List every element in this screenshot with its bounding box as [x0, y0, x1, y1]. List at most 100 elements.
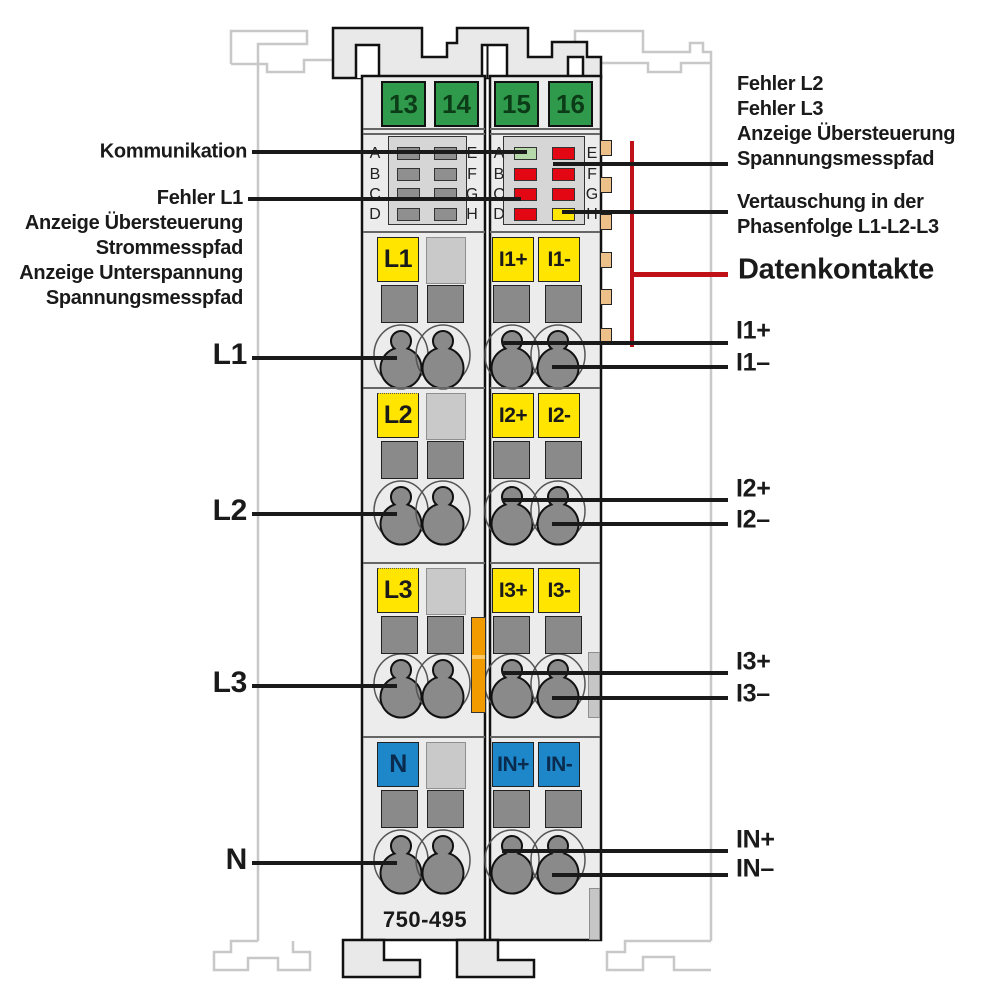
- led-b-left: [397, 168, 420, 181]
- block-label-i3-plus: I3+: [492, 568, 534, 613]
- block-label-l3: L3: [377, 568, 419, 613]
- led-g-right: [552, 188, 575, 201]
- clamp-connector: [415, 653, 471, 719]
- side-tab: [589, 888, 600, 940]
- datenkontakte-bracket-line: [630, 141, 634, 347]
- top-notch: [566, 55, 585, 78]
- terminal-block-15: 15: [494, 81, 539, 127]
- terminal-block-13: 13: [381, 81, 426, 127]
- led-d-left: [397, 208, 420, 221]
- label-i2-minus: I2–: [736, 505, 770, 534]
- label-datenkontakte: Datenkontakte: [738, 253, 934, 286]
- block-label-i3-minus: I3-: [538, 568, 580, 613]
- led-letter: F: [467, 166, 477, 183]
- label-line: Fehler L3: [737, 98, 824, 120]
- part-number: 750-495: [382, 907, 468, 932]
- led-letter: C: [369, 186, 381, 203]
- label-fehler-l1-group: Fehler L1 Anzeige Übersteuerung Strommes…: [19, 186, 243, 311]
- block-label-l2: L2: [377, 393, 419, 438]
- top-notch: [354, 43, 381, 78]
- label-phase-n: N: [225, 843, 248, 876]
- label-line: Fehler L1: [156, 187, 244, 209]
- leader-i2-plus: [502, 498, 728, 502]
- led-letter: B: [493, 166, 505, 183]
- release-latch-gap: [472, 655, 485, 659]
- label-line: Fehler L2: [737, 73, 824, 95]
- terminal-block-16: 16: [548, 81, 593, 127]
- leader-i1-plus: [502, 341, 728, 345]
- clamp-slot: [545, 790, 582, 828]
- label-phase-l2: L2: [212, 494, 248, 527]
- label-line: Spannungsmesspfad: [737, 148, 935, 170]
- band-line: [363, 231, 485, 233]
- clamp-slot: [545, 285, 582, 323]
- band-line: [490, 128, 600, 130]
- clamp-slot: [493, 285, 530, 323]
- data-contact: [600, 214, 612, 230]
- block-label-i1-minus: I1-: [538, 237, 580, 282]
- clamp-slot: [381, 616, 418, 654]
- block-blank: [426, 742, 466, 789]
- ghost-module-right: [573, 29, 713, 972]
- leader-l1: [252, 356, 397, 360]
- block-label-l1: L1: [377, 237, 419, 282]
- leader-in-plus: [502, 849, 728, 853]
- label-i1-minus: I1–: [736, 348, 770, 377]
- clamp-connector-i2-minus: [530, 480, 586, 546]
- leader-i1-minus: [552, 365, 728, 369]
- clamp-slot: [493, 441, 530, 479]
- led-letter: A: [490, 146, 508, 162]
- label-kommunikation: Kommunikation: [99, 140, 248, 163]
- clamp-slot: [427, 285, 464, 323]
- leader-i3-plus: [502, 671, 728, 675]
- label-fehler-l2-group: Fehler L2 Fehler L3 Anzeige Übersteuerun…: [737, 72, 955, 172]
- datenkontakte-leader-line: [632, 272, 728, 277]
- leader-l3: [252, 684, 397, 688]
- clamp-connector: [415, 829, 471, 895]
- led-letter: A: [366, 146, 384, 162]
- label-i2-plus: I2+: [736, 474, 771, 503]
- leader-fehler-l1: [248, 197, 521, 201]
- led-d-right: [514, 208, 537, 221]
- block-blank: [426, 237, 466, 284]
- connector-rows: [373, 324, 586, 895]
- led-e-right: [552, 147, 575, 160]
- clamp-connector-i3-minus: [530, 653, 586, 719]
- label-line: Anzeige Übersteuerung: [737, 123, 956, 145]
- data-contact: [600, 289, 612, 305]
- module-foot-left: [341, 938, 422, 979]
- release-latch: [471, 617, 486, 713]
- data-contact: [600, 252, 612, 268]
- top-notch: [480, 43, 509, 78]
- clamp-slot: [545, 441, 582, 479]
- block-label-i2-plus: I2+: [492, 393, 534, 438]
- clamp-slot: [427, 441, 464, 479]
- band-line: [490, 231, 600, 233]
- module-top-profile: [331, 26, 603, 80]
- led-b-right: [514, 168, 537, 181]
- label-line: Anzeige Unterspannung: [19, 262, 243, 284]
- label-i1-plus: I1+: [736, 316, 771, 345]
- label-phase-l1: L1: [212, 338, 248, 371]
- block-label-i2-minus: I2-: [538, 393, 580, 438]
- clamp-slot: [427, 616, 464, 654]
- label-line: Anzeige Übersteuerung: [24, 212, 243, 234]
- band-line: [490, 736, 600, 738]
- block-label-in-minus: IN-: [538, 742, 580, 787]
- band-line: [363, 387, 485, 389]
- band-line: [363, 562, 485, 564]
- band-line: [490, 562, 600, 564]
- band-line: [363, 128, 485, 130]
- label-line: Vertauschung in der: [737, 191, 924, 213]
- block-label-in-plus: IN+: [492, 742, 534, 787]
- led-letter: E: [463, 146, 481, 162]
- led-letter: H: [586, 206, 598, 223]
- label-in-plus: IN+: [736, 825, 775, 854]
- clamp-slot: [381, 441, 418, 479]
- leader-kommunikation: [252, 150, 527, 154]
- clamp-slot: [427, 790, 464, 828]
- label-in-minus: IN–: [736, 854, 775, 883]
- clamp-slot: [493, 790, 530, 828]
- led-letter: C: [493, 186, 505, 203]
